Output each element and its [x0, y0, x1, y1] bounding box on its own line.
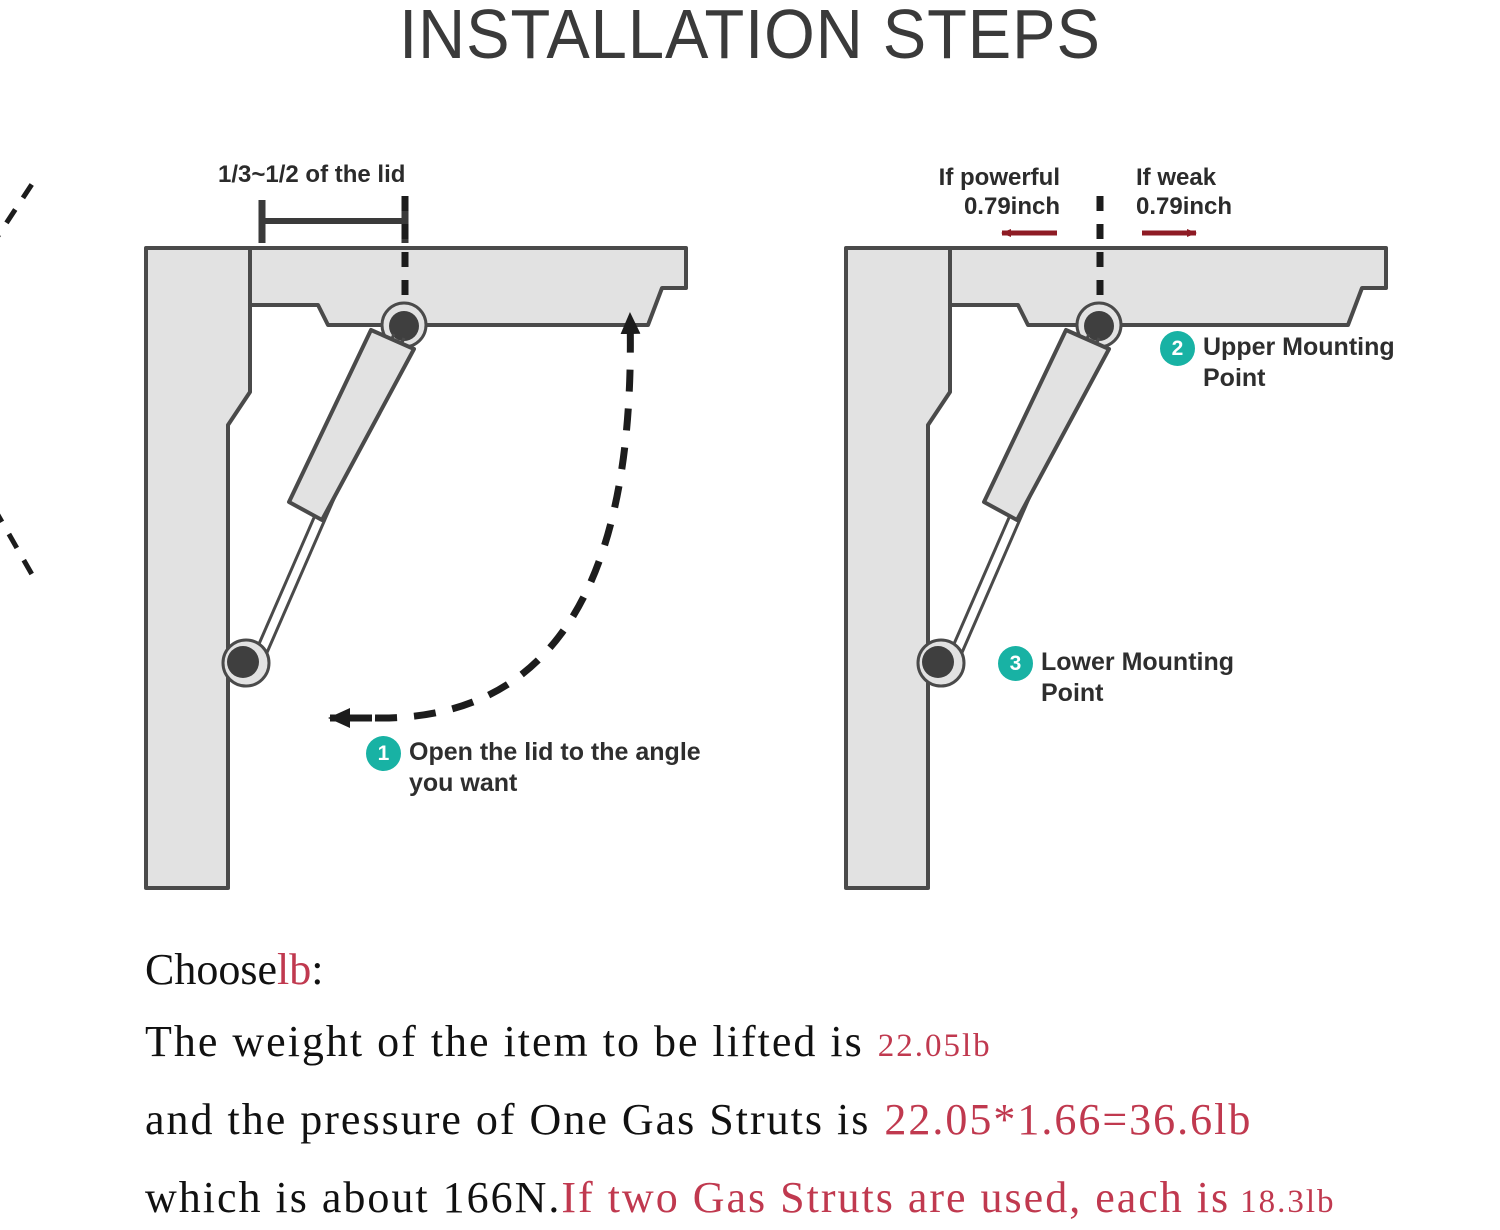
step-label-2: Upper Mounting Point	[1203, 333, 1395, 392]
cabinet-side-panel-right	[844, 246, 952, 890]
bottom-line-2: The weight of the item to be lifted is 22…	[145, 1016, 992, 1067]
installation-diagram-svg	[0, 176, 1388, 890]
upper-mount-pin-left	[389, 311, 419, 341]
cabinet-lid-right	[948, 246, 1388, 327]
weight-calculation-text: Chooselb: The weight of the item to be l…	[0, 930, 1500, 1230]
callout-step-3: 3 Lower Mounting Point	[998, 646, 1328, 709]
bottom-line-1-black-a: Choose	[145, 945, 277, 994]
right-diagram	[844, 196, 1388, 890]
cabinet-lid-left	[248, 246, 688, 327]
step-badge-1: 1	[366, 736, 401, 771]
upper-mount-pin-right	[1084, 311, 1114, 341]
gas-strut-cylinder-right	[982, 328, 1111, 522]
cabinet-side-panel-left	[144, 246, 252, 890]
bottom-line-4: which is about 166N.If two Gas Struts ar…	[145, 1172, 1336, 1223]
bottom-line-4-red-a: If two Gas Struts are used, each is	[561, 1173, 1231, 1222]
bottom-line-1-black-b: :	[311, 945, 324, 994]
gas-strut-right	[945, 328, 1111, 665]
if-weak-label: If weak 0.79inch	[1136, 164, 1233, 221]
left-diagram	[144, 196, 688, 890]
lower-mount-pin-left	[227, 646, 259, 678]
lower-mount-pin-right	[922, 646, 954, 678]
callout-step-1: 1 Open the lid to the angle you want	[366, 736, 766, 799]
callout-step-2: 2 Upper Mounting Point	[1160, 331, 1490, 394]
gas-strut-cylinder-left	[287, 328, 416, 522]
bottom-line-1: Chooselb:	[145, 944, 323, 995]
bottom-line-3: and the pressure of One Gas Struts is 22.…	[145, 1094, 1252, 1145]
diagram-area: 1/3~1/2 of the lid If powerful 0.79inch …	[0, 161, 1490, 890]
step-label-3: Lower Mounting Point	[1041, 648, 1235, 707]
bottom-line-2-black: The weight of the item to be lifted is	[145, 1017, 864, 1066]
step-badge-3: 3	[998, 646, 1033, 681]
bottom-line-3-black: and the pressure of One Gas Struts is	[145, 1095, 871, 1144]
lid-dimension-label: 1/3~1/2 of the lid	[218, 161, 406, 188]
step-badge-2: 2	[1160, 331, 1195, 366]
bottom-line-3-red: 22.05*1.66=36.6lb	[884, 1095, 1253, 1144]
bottom-line-4-red-b: 18.3lb	[1240, 1184, 1336, 1220]
gas-strut-left	[250, 328, 416, 665]
bottom-line-4-black: which is about 166N.	[145, 1173, 562, 1222]
bottom-line-2-red: 22.05lb	[877, 1028, 992, 1064]
bottom-line-1-red: lb	[277, 945, 312, 994]
if-powerful-label: If powerful 0.79inch	[938, 164, 1060, 221]
step-label-1: Open the lid to the angle you want	[409, 738, 701, 797]
opening-arc-left	[374, 312, 641, 722]
page-title: INSTALLATION STEPS	[399, 0, 1101, 73]
decorative-dash-fragments	[0, 176, 39, 580]
dimension-bar-left	[258, 200, 409, 243]
